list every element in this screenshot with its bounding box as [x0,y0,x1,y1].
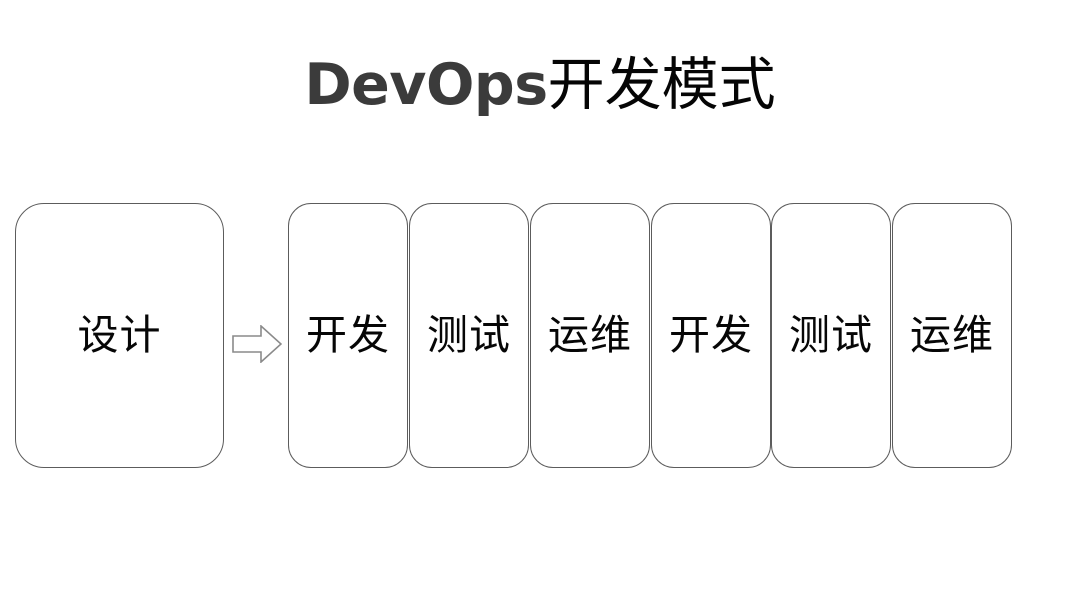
flow-node-stage-5[interactable]: 测试 [771,203,891,468]
flow-node-design[interactable]: 设计 [15,203,224,468]
flow-node-design-label: 设计 [77,311,162,359]
flow-node-stage-3[interactable]: 运维 [530,203,650,468]
flow-node-stage-3-label: 运维 [548,311,632,359]
page-title-latin: DevOps [304,52,548,118]
flow-node-stage-5-label: 测试 [789,311,873,359]
right-block-arrow-icon [232,325,282,363]
flow-node-stage-4[interactable]: 开发 [651,203,771,468]
flow-node-stage-2[interactable]: 测试 [409,203,529,468]
flow-node-stage-2-label: 测试 [427,311,511,359]
flow-node-stage-4-label: 开发 [669,311,753,359]
page-title-cjk: 开发模式 [547,52,776,118]
flow-node-stage-6[interactable]: 运维 [892,203,1012,468]
flow-node-stage-1[interactable]: 开发 [288,203,408,468]
flow-node-stage-1-label: 开发 [306,311,390,359]
page-title: DevOps开发模式 [0,55,1080,116]
flow-node-stage-6-label: 运维 [910,311,994,359]
